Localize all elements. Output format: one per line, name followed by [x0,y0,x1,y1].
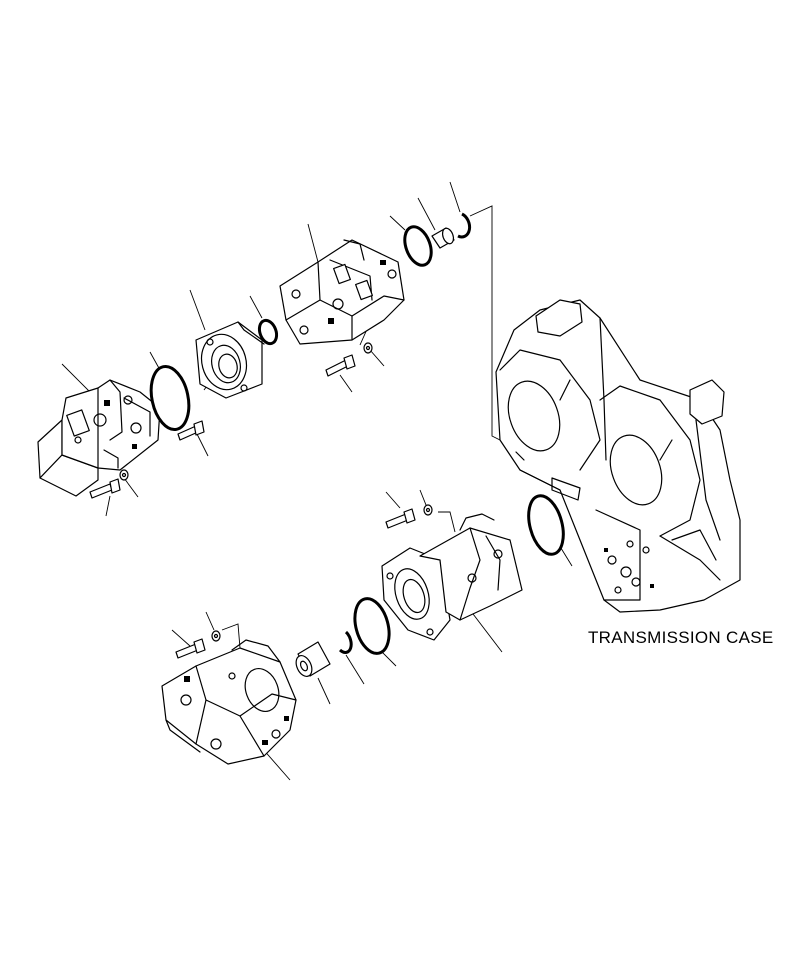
lower-pump-assembly [161,639,297,765]
o-ring-upper-right [403,225,433,267]
o-ring-large-left [149,364,191,432]
left-bolt-washer [89,469,129,499]
o-ring-case [527,494,565,556]
lower-bolt-washer [385,504,433,529]
upper-pump-assembly [279,239,405,345]
upper-bolt-washer [325,342,373,377]
bushing-lower [295,641,331,677]
transmission-case [495,299,741,613]
transmission-case-label: TRANSMISSION CASE [588,628,774,647]
lower-left-bolt-washer [175,630,221,659]
bushing-upper [431,227,455,249]
left-pump-assembly [37,379,161,497]
flange-bolt [177,420,205,441]
lower-pump-housing [381,513,523,641]
adapter-flange [195,321,265,399]
snap-ring-lower [338,630,353,654]
o-ring-small-upper [257,318,279,346]
o-ring-lower [353,597,391,655]
snap-ring-upper [457,212,472,239]
